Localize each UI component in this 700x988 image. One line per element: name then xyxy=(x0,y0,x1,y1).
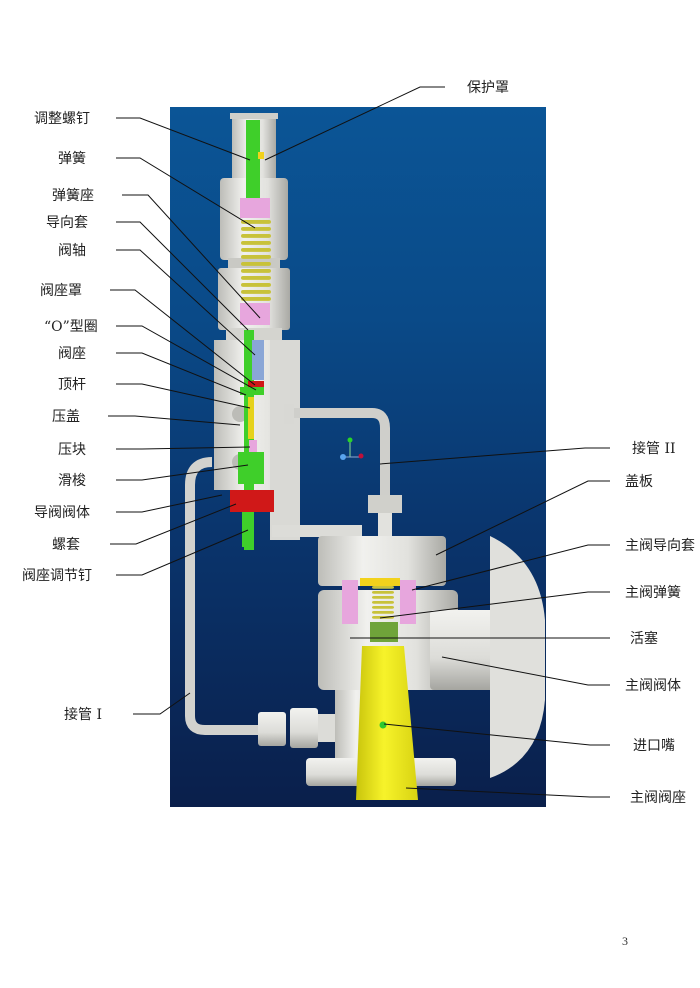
label-slide-shuttle: 滑梭 xyxy=(58,473,86,489)
label-gland: 压盖 xyxy=(52,409,80,425)
spring-coil xyxy=(372,611,394,614)
label-spring-seat: 弹簧座 xyxy=(52,188,94,204)
main-cover-plate-rim xyxy=(360,578,400,586)
label-seat-cover: 阀座罩 xyxy=(40,283,82,299)
label-push-rod: 顶杆 xyxy=(58,377,86,393)
main-guide-sleeve-left xyxy=(342,580,358,624)
leader-lines-right xyxy=(264,86,610,798)
label-cover-plate: 盖板 xyxy=(625,474,653,490)
pipe-2-part xyxy=(290,408,390,510)
push-rod-part xyxy=(248,397,254,439)
pipe-1-part xyxy=(185,457,260,735)
slide-shuttle-part xyxy=(238,452,264,484)
piston-part xyxy=(370,622,398,642)
spring-coils xyxy=(241,220,271,301)
spring-coil xyxy=(241,227,271,231)
label-pipe-1: 接管 I xyxy=(64,707,102,723)
spring-coil xyxy=(241,220,271,224)
spring-coil xyxy=(241,234,271,238)
main-seat-part xyxy=(356,646,418,800)
spring-coil xyxy=(241,283,271,287)
label-inlet-nozzle: 进口嘴 xyxy=(633,738,675,754)
label-seat-adjust-pin: 阀座调节钉 xyxy=(22,568,92,584)
o-ring-part xyxy=(248,381,264,387)
spring-coil xyxy=(241,269,271,273)
label-main-seat: 主阀阀座 xyxy=(630,790,686,806)
label-spring: 弹簧 xyxy=(58,151,86,167)
label-protective-cover: 保护罩 xyxy=(467,80,509,96)
label-pilot-body: 导阀阀体 xyxy=(34,505,90,521)
valve-seat-part xyxy=(240,387,264,395)
label-press-block: 压块 xyxy=(58,442,86,458)
label-main-spring: 主阀弹簧 xyxy=(625,585,681,601)
lower-spring-seat-part xyxy=(240,303,270,325)
seat-adjust-pin-part xyxy=(242,495,252,547)
spring-coil xyxy=(241,297,271,301)
spring-coil xyxy=(372,606,394,609)
leader-lines-left xyxy=(108,117,261,715)
spring-coil xyxy=(372,596,394,599)
label-main-guide-sleeve: 主阀导向套 xyxy=(625,538,695,554)
inlet-nozzle-part xyxy=(379,721,387,729)
page-number: 3 xyxy=(622,934,628,948)
spring-coil xyxy=(241,262,271,266)
press-block-part xyxy=(249,440,257,454)
spring-coil xyxy=(241,290,271,294)
label-pipe-2: 接管 II xyxy=(632,441,676,457)
spring-coil xyxy=(241,276,271,280)
spring-coil xyxy=(241,255,271,259)
label-piston: 活塞 xyxy=(630,631,658,647)
label-guide-sleeve: 导向套 xyxy=(46,215,88,231)
axis-triad-icon xyxy=(340,437,364,460)
adjusting-screw-part xyxy=(246,120,260,210)
spring-coil xyxy=(241,248,271,252)
pipe-fitting-nuts xyxy=(258,708,348,748)
label-adjusting-screw: 调整螺钉 xyxy=(34,111,90,127)
main-body-part xyxy=(306,536,545,786)
label-valve-stem: 阀轴 xyxy=(58,243,86,259)
marker-yellow xyxy=(258,152,264,159)
main-guide-sleeve-right xyxy=(400,580,416,624)
spring-coil xyxy=(372,586,394,589)
upper-spring-seat-part xyxy=(240,198,270,218)
spring-coil xyxy=(372,601,394,604)
spring-coil xyxy=(241,241,271,245)
label-o-ring: “O”型圈 xyxy=(44,319,98,335)
label-screw-sleeve: 螺套 xyxy=(52,537,80,553)
guide-sleeve-part xyxy=(252,340,264,380)
screw-sleeve-part xyxy=(230,490,274,512)
label-valve-seat: 阀座 xyxy=(58,346,86,362)
spring-coil xyxy=(372,591,394,594)
label-main-body: 主阀阀体 xyxy=(625,678,681,694)
